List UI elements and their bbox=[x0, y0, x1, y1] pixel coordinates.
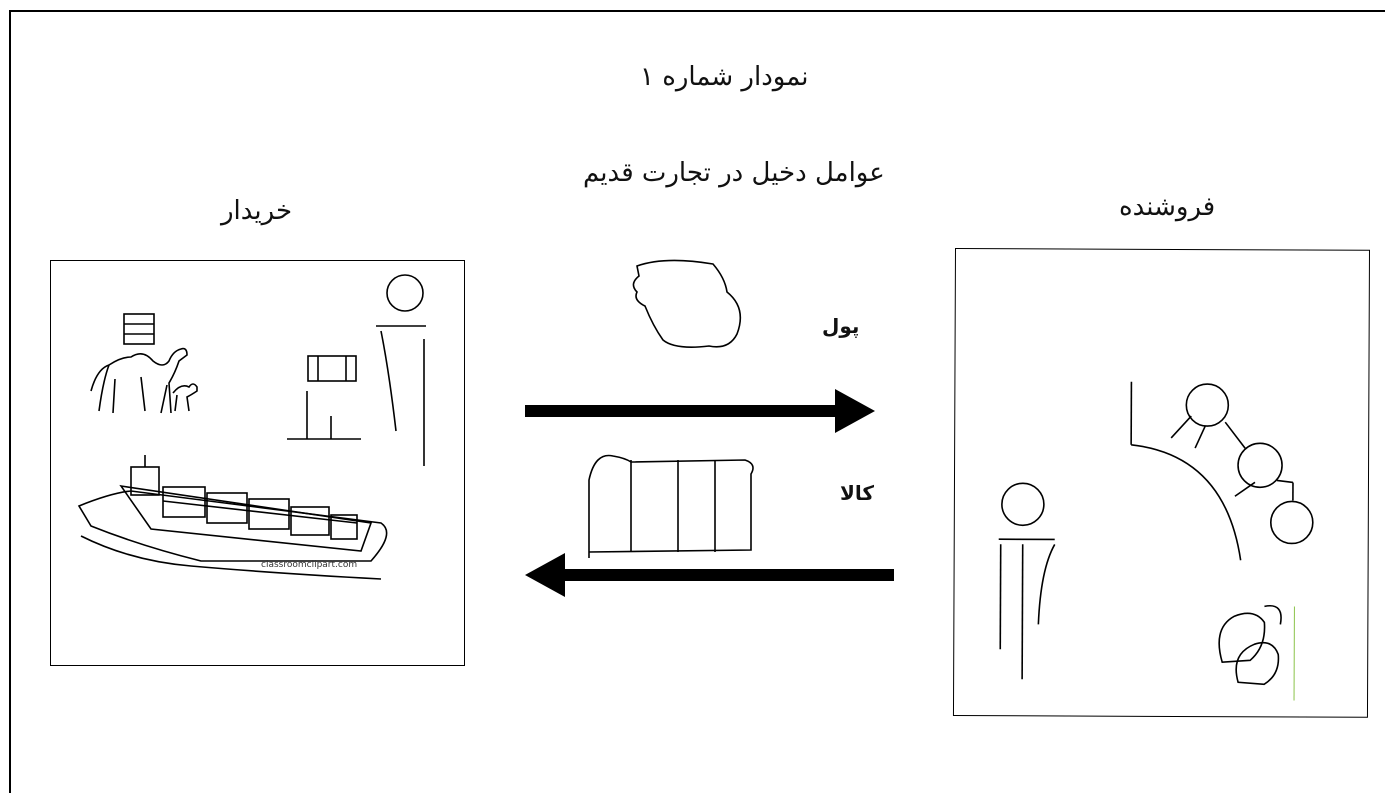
market-stall-icon bbox=[287, 356, 361, 439]
diagram-subtitle: عوامل دخیل در تجارت قدیم bbox=[583, 158, 885, 188]
goods-crate-icon bbox=[585, 450, 760, 560]
shop-counter-icon bbox=[1131, 382, 1314, 561]
money-label: پول bbox=[822, 314, 859, 338]
page-frame-top bbox=[9, 10, 1385, 12]
buyer-panel: classroomclipart.com bbox=[50, 260, 465, 666]
watermark-text: classroomclipart.com bbox=[261, 560, 357, 570]
goods-sacks-icon bbox=[1219, 606, 1295, 701]
seller-panel bbox=[953, 248, 1370, 718]
page-frame-left bbox=[9, 10, 11, 793]
seller-label: فروشنده bbox=[1119, 192, 1215, 222]
buyer-panel-drawing: classroomclipart.com bbox=[51, 261, 466, 667]
money-pouch-icon bbox=[625, 258, 755, 358]
seller-person-icon bbox=[998, 483, 1055, 679]
camel-icon bbox=[91, 314, 197, 413]
buyer-person-icon bbox=[376, 275, 426, 466]
arrow-to-buyer bbox=[525, 550, 900, 600]
goods-label: کالا bbox=[840, 481, 874, 505]
buyer-label: خریدار bbox=[221, 196, 292, 226]
arrow-to-seller bbox=[525, 386, 885, 436]
seller-panel-drawing bbox=[954, 249, 1371, 719]
diagram-title: نمودار شماره ۱ bbox=[640, 62, 808, 92]
